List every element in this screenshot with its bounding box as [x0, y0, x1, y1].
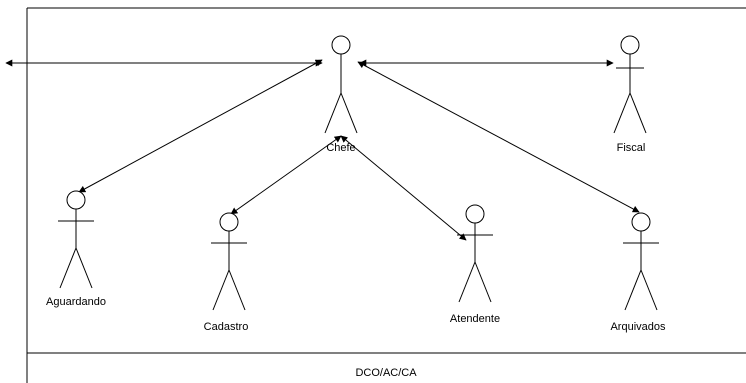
system-label: DCO/AC/CA — [355, 367, 417, 379]
actor-chefe: Chefe — [324, 35, 358, 154]
association-chefe-arquivados — [357, 61, 640, 213]
actor-head-icon — [465, 204, 485, 224]
actor-cadastro: Cadastro — [204, 212, 249, 333]
actor-label-atendente: Atendente — [450, 313, 500, 325]
actor-label-arquivados: Arquivados — [610, 321, 666, 333]
association-chefe-atendente — [340, 135, 467, 241]
actor-label-aguardando: Aguardando — [46, 296, 106, 308]
actor-atendente: Atendente — [450, 204, 500, 325]
actor-head-icon — [66, 190, 86, 210]
actor-label-fiscal: Fiscal — [617, 142, 646, 154]
association-chefe-aguardando — [78, 59, 323, 193]
actor-fiscal: Fiscal — [613, 35, 647, 154]
actor-label-cadastro: Cadastro — [204, 321, 249, 333]
association-chefe-cadastro — [230, 135, 342, 215]
actor-head-icon — [331, 35, 351, 55]
actor-head-icon — [631, 212, 651, 232]
actor-aguardando: Aguardando — [46, 190, 106, 308]
actor-head-icon — [219, 212, 239, 232]
system-boundary — [26, 7, 746, 383]
actor-arquivados: Arquivados — [610, 212, 666, 333]
actor-head-icon — [620, 35, 640, 55]
actor-label-chefe: Chefe — [326, 142, 355, 154]
connections — [5, 59, 640, 241]
